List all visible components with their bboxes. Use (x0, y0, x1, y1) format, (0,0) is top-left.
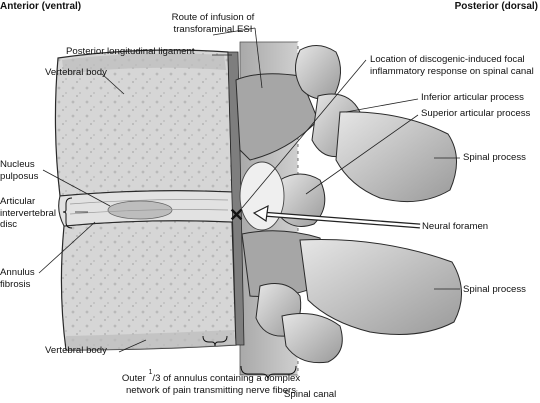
location-line-1: Location of discogenic-induced focal (370, 54, 525, 65)
articular-line-1: Articular (0, 196, 36, 207)
nucleus-pulposus-label: Nucleus pulposus (0, 159, 38, 182)
outer-annulus-label: Outer 1/3 of annulus containing a comple… (86, 368, 336, 396)
superior-articular-process-shape (277, 173, 326, 227)
spinal-canal-label: Spinal canal (284, 389, 337, 400)
nucleus-line-2: pulposus (0, 170, 39, 182)
annulus-lines (69, 199, 229, 215)
pll-label: Posterior longitudinal ligament (66, 46, 195, 57)
anterior-header: Anterior (ventral) (0, 1, 82, 12)
annulus-line-2: fibrosis (0, 278, 31, 290)
location-line-2: inflammatory response on spinal canal (370, 65, 534, 77)
location-label: Location of discogenic-induced focal inf… (370, 54, 534, 77)
inferior-articular-label: Inferior articular process (421, 92, 524, 103)
vertebral-body-top-label: Vertebral body (45, 67, 107, 78)
neural-foramen-arrow (252, 204, 421, 229)
lower-spinal-process-shape (299, 238, 463, 335)
lower-facet-bottom (281, 313, 343, 364)
disc-brace (62, 197, 73, 229)
articular-line-2: intervertebral (0, 207, 56, 219)
inflammation-cross-marker: ✕ (229, 205, 245, 225)
leader-lines (38, 27, 460, 353)
upper-articular-top (295, 45, 341, 100)
annulus-fibrosis-label: Annulus fibrosis (0, 267, 35, 290)
spinal-process-top-label: Spinal process (463, 152, 526, 163)
outer-fraction-sup: 1 (148, 368, 153, 376)
route-of-infusion-label: Route of infusion of transforaminal ESI (158, 12, 268, 35)
neural-foramen-label: Neural foramen (422, 221, 489, 232)
outer-line-1: Outer 1/3 of annulus containing a comple… (121, 368, 301, 384)
outer-annulus-brace (202, 335, 228, 347)
route-line-1: Route of infusion of (171, 12, 255, 23)
outer-line-2: network of pain transmitting nerve fiber… (125, 384, 297, 396)
articular-line-3: disc (0, 219, 18, 230)
articular-disc-label: Articular intervertebral disc (0, 196, 56, 231)
upper-vertebral-body-shading (62, 53, 226, 74)
superior-articular-label: Superior articular process (421, 108, 531, 119)
spinal-canal-brace (240, 365, 297, 381)
upper-spinal-process-shape (335, 111, 457, 203)
vertebral-body-bottom-label: Vertebral body (45, 345, 107, 356)
spinal-process-bottom-label: Spinal process (463, 284, 526, 295)
lower-vertebral-body-shading (66, 330, 236, 350)
neural-foramen-opening (239, 161, 285, 231)
annulus-line-1: Annulus (0, 267, 35, 278)
nucleus-line-1: Nucleus (0, 159, 35, 170)
route-line-2: transforaminal ESI (173, 23, 253, 35)
posterior-header: Posterior (dorsal) (454, 1, 538, 12)
posterior-longitudinal-ligament (227, 51, 245, 346)
lower-vertebral-body (60, 220, 237, 351)
